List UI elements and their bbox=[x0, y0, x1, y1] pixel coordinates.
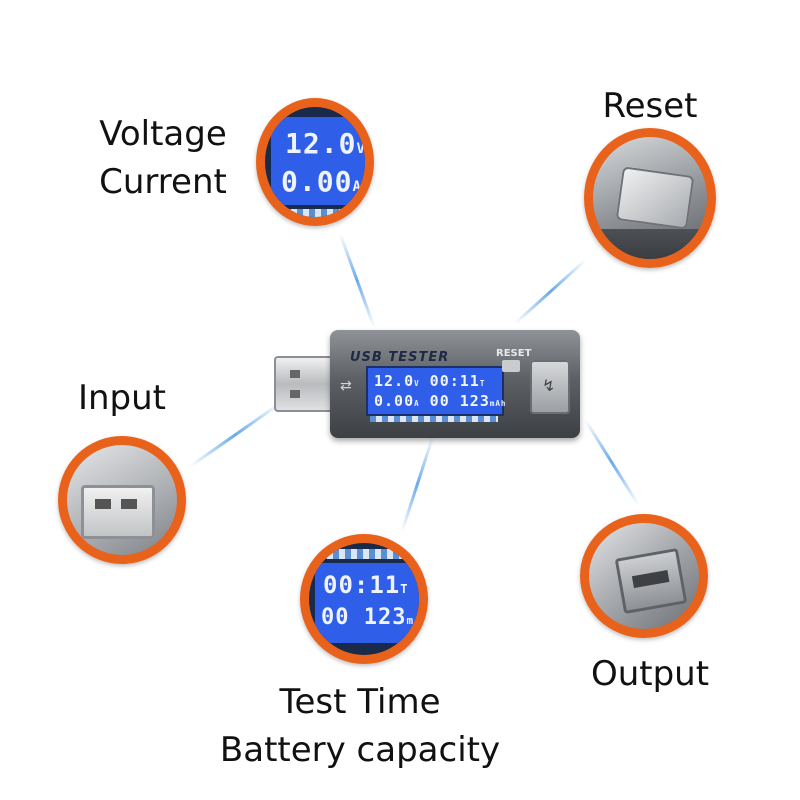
device-voltage-value: 12.0 bbox=[374, 372, 415, 390]
label-battery-capacity: Battery capacity bbox=[219, 730, 501, 770]
device-time-unit: T bbox=[479, 379, 486, 388]
label-input: Input bbox=[77, 378, 167, 418]
device-pcb-pins bbox=[370, 416, 498, 422]
device-capacity-unit: mAh bbox=[489, 399, 507, 408]
zoom-circle-output bbox=[580, 514, 708, 638]
zoom-capacity-unit: mAh bbox=[406, 614, 428, 627]
connector-line-time bbox=[400, 435, 435, 532]
zoom-lcd-time: 00:11T 00 123mAh bbox=[315, 563, 419, 643]
device-output-symbol: ↯ bbox=[542, 376, 556, 395]
usb-plug-body bbox=[274, 356, 336, 412]
connector-line-voltage bbox=[338, 232, 376, 328]
zoom-voltage-unit: V bbox=[356, 141, 366, 157]
connector-line-input bbox=[189, 402, 281, 468]
connector-line-output bbox=[583, 418, 640, 506]
device-lcd: 12.0V 00:11T 0.00A 00 123mAh bbox=[366, 366, 507, 416]
device-reset-label: RESET bbox=[496, 348, 532, 359]
zoom-voltage-value: 12.0 bbox=[285, 127, 357, 160]
zoom-circle-input bbox=[58, 436, 186, 564]
usb-plug-closeup bbox=[81, 485, 155, 539]
label-current: Current bbox=[99, 162, 227, 202]
device-output-port: ↯ bbox=[530, 360, 570, 414]
zoom-capacity-value: 00 123 bbox=[321, 605, 407, 630]
label-voltage: Voltage bbox=[99, 114, 227, 154]
device-current-value: 0.00 bbox=[374, 392, 415, 410]
device-capacity-value: 00 123 bbox=[429, 392, 490, 410]
device-voltage-unit: V bbox=[414, 379, 420, 388]
zoom-lcd-voltage: 12.0V 0.00A bbox=[271, 117, 366, 205]
device-brand: USB TESTER bbox=[350, 350, 450, 365]
device-input-symbol: ⇄ bbox=[340, 378, 352, 394]
zoom-current-unit: A bbox=[352, 179, 362, 195]
zoom-circle-reset bbox=[584, 128, 716, 268]
label-test-time: Test Time bbox=[279, 682, 441, 722]
zoom-pcb-pins bbox=[285, 209, 355, 217]
zoom-pcb-pins-top bbox=[321, 549, 417, 559]
zoom-time-unit: T bbox=[400, 582, 409, 596]
usb-tester-device: USB TESTER RESET ⇄ 12.0V 00:11T 0.00A 00… bbox=[330, 330, 580, 438]
device-time-value: 00:11 bbox=[429, 372, 480, 390]
device-current-unit: A bbox=[414, 399, 420, 408]
connector-line-reset bbox=[513, 258, 587, 325]
reset-button-closeup bbox=[615, 166, 695, 230]
label-output: Output bbox=[590, 654, 710, 694]
zoom-circle-time-capacity: 00:11T 00 123mAh bbox=[300, 534, 428, 664]
label-reset: Reset bbox=[602, 86, 698, 126]
zoom-time-value: 00:11 bbox=[323, 571, 401, 599]
zoom-circle-voltage-current: 12.0V 0.00A bbox=[256, 98, 374, 226]
zoom-current-value: 0.00 bbox=[281, 165, 353, 198]
usb-port-closeup bbox=[614, 547, 688, 615]
device-reset-button bbox=[502, 360, 520, 372]
